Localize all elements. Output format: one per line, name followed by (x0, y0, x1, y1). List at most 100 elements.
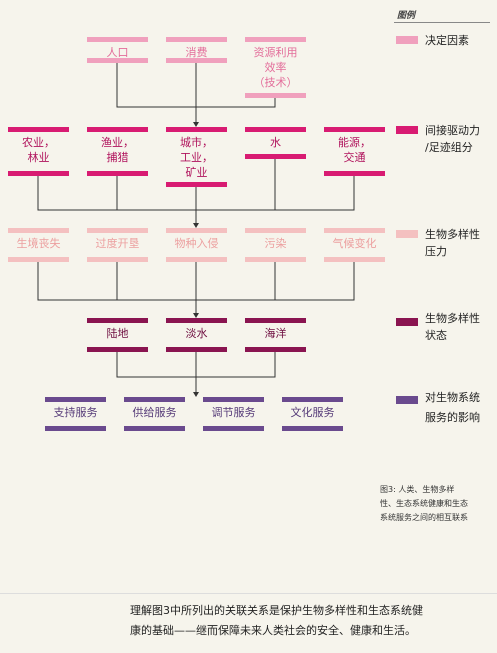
node-invasive-species: 物种入侵 (166, 228, 227, 262)
legend-title: 图例 (397, 11, 416, 21)
node-population: 人口 (87, 37, 148, 63)
node-land: 陆地 (87, 318, 148, 352)
node-bar-top (124, 397, 185, 402)
node-bar-bottom (166, 347, 227, 352)
node-bar-bottom (166, 58, 227, 63)
node-bar-top (8, 127, 69, 132)
node-label: 城市， 工业， 矿业 (180, 136, 213, 179)
node-bar-bottom (8, 257, 69, 262)
node-label: 物种入侵 (174, 237, 219, 250)
node-label: 文化服务 (290, 406, 335, 419)
node-label: 污染 (264, 237, 287, 250)
legend-swatch-indirect (396, 126, 418, 134)
legend-label-decisive: 决定因素 (425, 34, 469, 47)
legend-swatch-services (396, 396, 418, 404)
arrow-to-indirect (193, 122, 199, 127)
arrow-to-pressure (193, 223, 199, 228)
figure-caption: 图3: 人类、生物多样 性、生态系统健康和生态 系统服务之间的相互联系 (380, 485, 468, 522)
node-bar-top (324, 127, 385, 132)
node-bar-top (203, 397, 264, 402)
node-label: 消费 (185, 46, 208, 59)
legend-divider (394, 22, 490, 23)
node-ocean: 海洋 (245, 318, 306, 352)
node-freshwater: 淡水 (166, 318, 227, 352)
node-energy-transport: 能源， 交通 (324, 127, 385, 176)
legend-label-state: 生物多样性 状态 (425, 312, 480, 342)
node-label: 气候变化 (332, 237, 377, 250)
node-bar-top (245, 37, 306, 42)
node-provisioning-services: 供给服务 (124, 397, 185, 431)
footer-text: 理解图3中所列出的关联关系是保护生物多样性和生态系统健 康的基础——继而保障未来… (130, 604, 423, 637)
legend-swatch-pressure (396, 230, 418, 238)
node-label: 资源利用 效率 （技术） (253, 46, 298, 89)
node-bar-top (282, 397, 343, 402)
node-bar-bottom (87, 257, 148, 262)
node-habitat-loss: 生境丧失 (8, 228, 69, 262)
node-bar-bottom (203, 426, 264, 431)
node-bar-top (166, 37, 227, 42)
node-supporting-services: 支持服务 (45, 397, 106, 431)
node-bar-bottom (245, 154, 306, 159)
node-label: 调节服务 (211, 406, 256, 419)
node-bar-bottom (8, 171, 69, 176)
node-bar-bottom (245, 257, 306, 262)
node-label: 生境丧失 (16, 237, 61, 250)
node-bar-top (87, 228, 148, 233)
node-label: 农业， 林业 (22, 136, 55, 164)
node-agriculture-forestry: 农业， 林业 (8, 127, 69, 176)
node-bar-top (87, 318, 148, 323)
node-bar-top (324, 228, 385, 233)
node-bar-bottom (245, 93, 306, 98)
node-water: 水 (245, 127, 306, 159)
node-bar-bottom (166, 257, 227, 262)
node-bar-bottom (166, 182, 227, 187)
node-bar-bottom (87, 347, 148, 352)
legend-label-services: 对生物系统 服务的影响 (425, 391, 480, 424)
node-bar-top (45, 397, 106, 402)
node-bar-top (245, 127, 306, 132)
legend-label-pressure: 生物多样性 压力 (425, 228, 480, 258)
node-fishing-hunting: 渔业， 捕猎 (87, 127, 148, 176)
node-bar-bottom (45, 426, 106, 431)
node-bar-bottom (245, 347, 306, 352)
node-bar-top (87, 37, 148, 42)
node-city-industry-mining: 城市， 工业， 矿业 (166, 127, 227, 187)
node-bar-bottom (282, 426, 343, 431)
node-bar-bottom (124, 426, 185, 431)
node-label: 供给服务 (132, 406, 177, 419)
node-bar-top (245, 228, 306, 233)
node-regulating-services: 调节服务 (203, 397, 264, 431)
node-consumption: 消费 (166, 37, 227, 63)
node-bar-bottom (324, 257, 385, 262)
node-bar-top (8, 228, 69, 233)
node-overexploitation: 过度开垦 (87, 228, 148, 262)
node-bar-bottom (324, 171, 385, 176)
node-bar-top (166, 318, 227, 323)
node-bar-top (245, 318, 306, 323)
node-bar-bottom (87, 58, 148, 63)
node-label: 支持服务 (53, 406, 98, 419)
legend-swatch-decisive (396, 36, 418, 44)
node-climate-change: 气候变化 (324, 228, 385, 262)
node-bar-top (87, 127, 148, 132)
node-bar-top (166, 127, 227, 132)
node-label: 渔业， 捕猎 (101, 136, 134, 164)
node-bar-top (166, 228, 227, 233)
node-label: 过度开垦 (95, 237, 140, 250)
footer-divider (0, 593, 497, 594)
arrow-to-services (193, 392, 199, 397)
node-label: 能源， 交通 (338, 136, 371, 164)
node-label: 人口 (106, 46, 129, 59)
legend-swatch-state (396, 318, 418, 326)
legend-label-indirect: 间接驱动力 /足迹组分 (425, 124, 480, 154)
node-cultural-services: 文化服务 (282, 397, 343, 431)
node-bar-bottom (87, 171, 148, 176)
node-label: 水 (270, 136, 281, 149)
node-pollution: 污染 (245, 228, 306, 262)
node-label: 陆地 (106, 327, 129, 340)
node-label: 淡水 (185, 327, 208, 340)
node-label: 海洋 (264, 327, 287, 340)
arrow-to-state (193, 313, 199, 318)
